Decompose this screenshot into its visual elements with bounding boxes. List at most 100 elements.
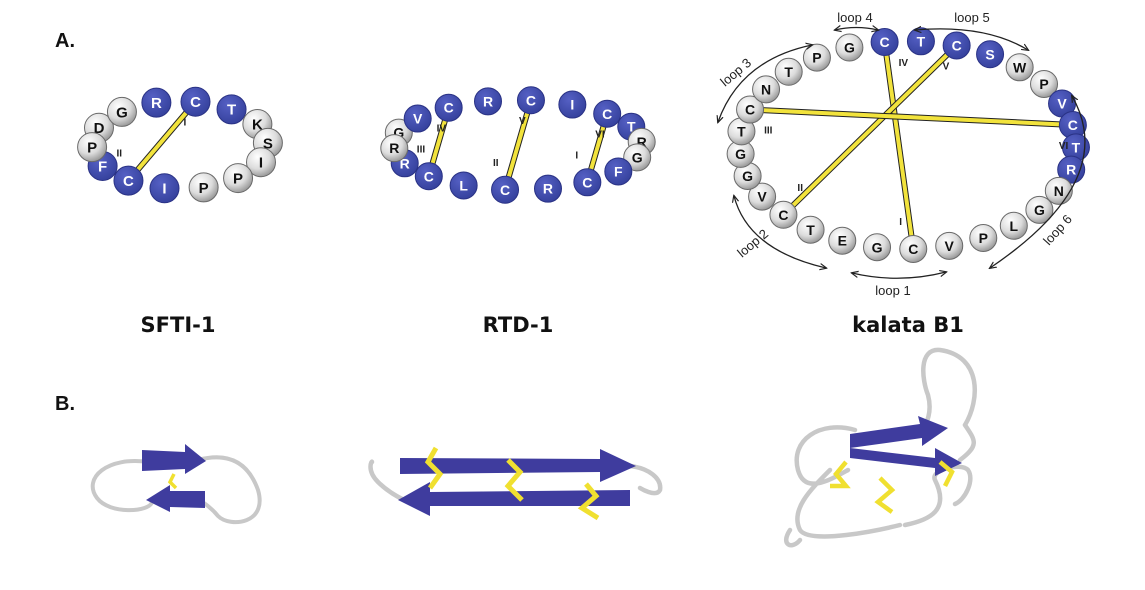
disulfide-bond-label: II [116,149,122,160]
disulfide-bond-label: I [575,150,578,161]
rtd1-right-turn [627,463,663,496]
rtd1-strand-bottom [398,482,630,516]
residue-letter: C [424,168,434,184]
disulfide-bond [882,41,916,250]
residue-bead: T [906,27,935,56]
disulfide-bond-label: II [493,158,499,169]
residue-bead: P [188,172,219,203]
sfti1-loop-coil [90,455,262,525]
residue-letter: V [413,111,423,127]
sfti1-strand-2 [146,485,205,512]
disulfide-bond-label: II [797,183,803,194]
residue-letter: T [227,102,236,119]
residue-bead: T [796,215,825,244]
residue-circle [870,28,899,57]
sfti1-strand-1 [142,444,206,474]
residue-bead: G [623,143,652,172]
disulfide-bond-label: I [899,217,902,228]
residue-bead: N [752,75,781,104]
residue-letter: V [757,189,767,205]
panel-b-label: B. [55,393,75,415]
kalata-disulfide-2 [874,476,896,514]
loop-4-arrow [835,28,878,31]
residue-letter: C [582,174,592,190]
residue-circle [623,143,652,172]
kalata-b1-3d-structure [783,347,977,548]
residue-bead: P [969,223,998,252]
loop-1-arrow [852,272,946,279]
kalata-strand-1 [850,416,948,448]
residue-circle [835,33,864,62]
disulfide-bond [126,100,198,182]
residue-letter: R [389,140,399,156]
residue-circle [449,171,478,200]
residue-bead: L [999,211,1028,240]
disulfide-bond [782,44,959,217]
residue-bead: P [223,163,254,194]
residue-letter: I [162,181,166,198]
residue-circle [188,172,219,203]
residue-bead: C [870,28,899,57]
rtd1-3d-structure [368,446,663,521]
residue-letter: P [199,180,209,197]
residue-letter: E [838,233,847,249]
residue-letter: N [761,81,771,97]
residue-letter: G [632,149,643,165]
residue-circle [533,174,562,203]
residue-letter: T [627,119,636,135]
residue-circle [558,90,587,119]
residue-letter: T [784,64,793,80]
residue-bead: G [863,233,892,262]
residue-bead: C [434,93,463,122]
residue-bead: R [474,87,503,116]
loop-3-label: loop 3 [717,55,754,89]
residue-bead: R [533,174,562,203]
residue-letter: G [742,168,753,184]
disulfide-bond-label: V [519,116,526,127]
residue-letter: T [737,123,746,139]
residue-bead: V [403,104,432,133]
residue-bead: I [558,90,587,119]
disulfide-bond [503,99,533,191]
residue-letter: G [735,146,746,162]
residue-bead: E [828,226,857,255]
residue-circle [935,231,964,260]
residue-bead: C [593,99,622,128]
residue-circle [141,87,172,118]
residue-circle [216,94,247,125]
residue-letter: R [543,181,553,197]
residue-letter: R [1066,162,1076,178]
residue-circle [223,163,254,194]
residue-bead: L [449,171,478,200]
peptide-name-sfti1: SFTI-1 [140,313,216,337]
residue-circle [573,168,602,197]
residue-circle [899,234,928,263]
rtd1-disulfide-3 [577,482,600,521]
residue-letter: C [526,92,536,108]
disulfide-bond-label: III [417,144,426,155]
residue-letter: P [233,170,243,187]
residue-letter: L [1010,218,1019,234]
residue-bead: C [414,162,443,191]
residue-bead: I [149,173,180,204]
residue-letter: K [252,116,263,133]
residue-circle [491,175,520,204]
residue-circle [434,93,463,122]
residue-letter: C [880,34,890,50]
residue-letter: S [263,135,273,152]
residue-letter: P [1039,76,1048,92]
residue-bead: R [380,134,409,163]
peptide-name-rtd1: RTD-1 [482,313,554,337]
loop-3-arrow [718,45,812,122]
residue-circle [863,233,892,262]
residue-letter: T [806,222,815,238]
loop-6-arrow [990,96,1086,268]
residue-circle [1005,53,1034,82]
residue-letter: G [116,104,128,121]
residue-letter: V [1057,96,1067,112]
residue-bead: C [180,86,211,117]
kalata-disulfide-1 [830,460,851,489]
residue-bead: C [573,168,602,197]
residue-letter: R [400,155,410,171]
